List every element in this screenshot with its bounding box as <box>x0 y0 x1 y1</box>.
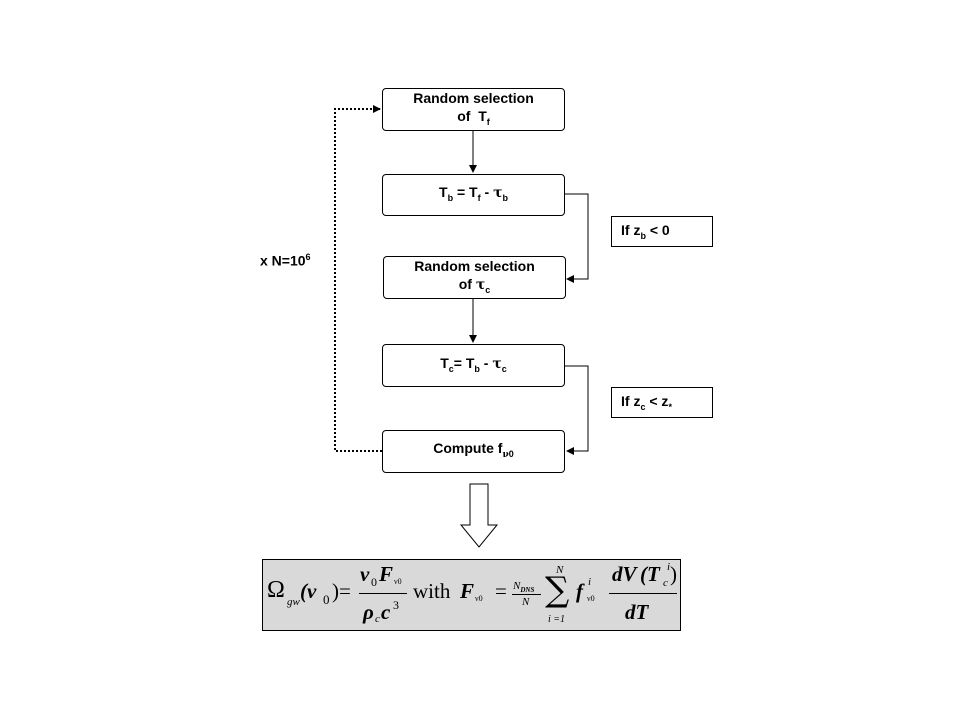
condition-zc-lt-zstar: If zc < z* <box>611 387 713 418</box>
box3-line2: of τc <box>458 275 491 295</box>
formula-omega-sub: gw <box>287 596 300 608</box>
condition-zc-text: If zc < z* <box>621 393 672 412</box>
box1-line2: of Tf <box>457 107 490 127</box>
loop-back-dotted-arrow <box>334 105 382 452</box>
formula-omega: Ω <box>267 577 285 603</box>
formula-lhs-close: )= <box>332 579 351 603</box>
formula-sum: ∑ <box>545 570 570 610</box>
box-random-selection-tf: Random selection of Tf <box>382 88 565 131</box>
formula-eq: = <box>495 579 507 603</box>
formula-F-sub: ν0 <box>475 594 483 603</box>
box1-line1: Random selection <box>413 89 534 106</box>
formula-lhs-arg: (ν <box>300 579 317 603</box>
formula-den-c: c <box>381 600 391 624</box>
formula-dV-sub: c <box>663 577 668 589</box>
formula-f-sub: ν0 <box>587 594 595 603</box>
connector-box4-to-box5 <box>565 365 589 455</box>
formula-den-sup: 3 <box>393 598 399 612</box>
box-tc-equation: Tc= Tb - τc <box>382 344 565 387</box>
box2-equation: Tb = Tf - τb <box>439 184 508 203</box>
formula-den-rho-sub: c <box>375 613 380 625</box>
formula-dV: dV <box>612 562 637 586</box>
formula-ratio-num: NDNS <box>513 580 535 595</box>
condition-zb-lt-0: If zb < 0 <box>611 216 713 247</box>
box-compute-f-nu0: Compute fν0 <box>382 430 565 473</box>
formula-with: with <box>413 579 451 603</box>
box4-equation: Tc= Tb - τc <box>440 354 507 374</box>
formula-dV-arg: (T <box>640 562 660 586</box>
formula-fraction-line-3 <box>609 593 677 594</box>
formula-dT: dT <box>625 600 649 624</box>
formula-f: f <box>576 579 583 603</box>
formula-fraction-line-1 <box>359 593 407 594</box>
box3-line1: Random selection <box>414 257 535 274</box>
formula-den-rho: ρ <box>363 600 374 624</box>
formula-dV-sup: i <box>667 561 671 573</box>
box-random-selection-tau-c: Random selection of τc <box>383 256 566 299</box>
loop-count-label: x N=106 <box>260 252 311 269</box>
connector-box2-to-box3 <box>565 193 589 283</box>
formula-ratio-den: N <box>522 596 530 608</box>
formula-num-nu-sub: 0 <box>371 575 377 589</box>
result-down-arrow <box>459 483 499 548</box>
box5-label: Compute fν0 <box>433 440 514 460</box>
formula-box: Ω gw (ν 0 )= ν 0 F ν0 ρ c c 3 with F ν0 … <box>262 559 681 631</box>
formula-num-nu: ν <box>360 562 370 586</box>
condition-zb-text: If zb < 0 <box>621 222 670 241</box>
box-tb-equation: Tb = Tf - τb <box>382 174 565 216</box>
formula-fraction-line-2 <box>512 594 541 595</box>
formula-f-sup: i <box>588 576 592 588</box>
formula-dV-close: ) <box>670 562 677 586</box>
formula-num-F: F <box>379 562 394 586</box>
formula-sum-top: N <box>556 564 564 576</box>
formula-lhs-arg-sub: 0 <box>323 592 330 607</box>
formula-num-F-sub: ν0 <box>394 577 402 586</box>
formula-sum-bottom: i =1 <box>548 614 566 625</box>
formula-F: F <box>460 579 475 603</box>
